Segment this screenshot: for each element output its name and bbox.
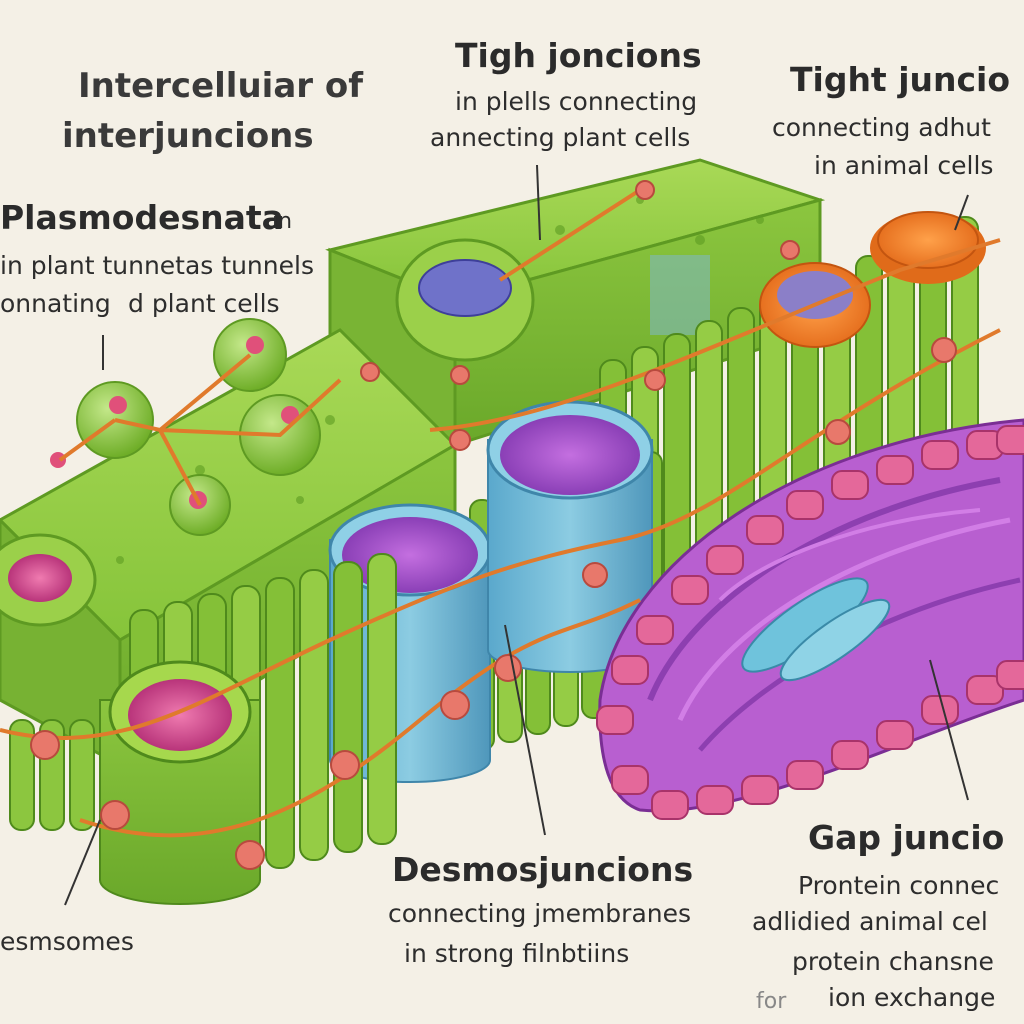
- membrane-bead: [786, 490, 824, 520]
- desmosomes-title: esmsomes: [0, 927, 134, 956]
- cell-column: [69, 719, 95, 831]
- cell-column: [299, 569, 329, 861]
- membrane-bead: [966, 675, 1004, 705]
- tight-plant-line2: annecting plant cells: [430, 123, 691, 152]
- membrane-bead: [596, 705, 634, 735]
- tight-plant-title: Tigh joncions: [455, 36, 702, 75]
- gap-junction-line2: adlidied animal cel: [752, 907, 988, 936]
- gap-junction-line4-b: ion exchange: [828, 983, 996, 1012]
- membrane-bead: [746, 515, 784, 545]
- membrane-bead: [831, 470, 869, 500]
- membrane-bead: [651, 790, 689, 820]
- plasmodesmata-title: Plasmodesnata: [0, 198, 284, 237]
- tight-plant-line1: in plells connecting: [455, 87, 698, 116]
- diagram-title-line1: Intercelluiar of: [78, 66, 364, 106]
- leader-lines: [64, 164, 969, 906]
- cell-column: [9, 719, 35, 831]
- plasmodesmata-line1: in plant tunnetas tunnels: [0, 251, 314, 280]
- vesicles: [30, 180, 957, 870]
- membrane-bead: [876, 720, 914, 750]
- cell-column: [333, 561, 363, 853]
- tight-animal-line2: in animal cells: [814, 151, 994, 180]
- animal-gap-junction-cell: [596, 418, 1024, 820]
- tight-animal-title: Tight juncio: [790, 60, 1011, 99]
- gap-junction-line3: protein chansne: [792, 947, 994, 976]
- membrane-bead: [996, 425, 1024, 455]
- plant-nucleus-left: [0, 533, 97, 627]
- gap-junction-line4-a: for: [756, 989, 787, 1014]
- membrane-bead: [611, 765, 649, 795]
- membrane-bead: [741, 775, 779, 805]
- desmojunctions-title: Desmosjuncions: [392, 850, 694, 889]
- plasmodesmata-spheres: [50, 318, 342, 536]
- gap-junction-title: Gap juncio: [808, 818, 1005, 857]
- membrane-bead: [611, 655, 649, 685]
- cell-column: [265, 577, 295, 869]
- desmosome-column-block: [9, 553, 397, 905]
- diagram-title-line2: interjuncions: [62, 116, 314, 156]
- membrane-bead: [706, 545, 744, 575]
- cell-column: [663, 333, 691, 585]
- plant-nucleus-back: [395, 238, 535, 362]
- cell-column: [367, 553, 397, 845]
- plasmodesmata-title-suffix: in: [272, 209, 293, 234]
- membrane-bead: [636, 615, 674, 645]
- membrane-bead: [786, 760, 824, 790]
- membrane-strands: [0, 188, 1001, 838]
- plasmodesmata-line2: onnating: [0, 289, 111, 318]
- desmojunctions-line2: in strong filnbtiins: [404, 939, 630, 968]
- membrane-bead: [831, 740, 869, 770]
- plasmodesmata-line2-b: d plant cells: [128, 289, 280, 318]
- membrane-bead: [921, 440, 959, 470]
- membrane-bead: [876, 455, 914, 485]
- membrane-bead: [996, 660, 1024, 690]
- membrane-bead: [696, 785, 734, 815]
- gap-junction-line1: Prontein connec: [798, 871, 1000, 900]
- desmojunctions-line1: connecting jmembranes: [388, 899, 692, 928]
- membrane-bead: [671, 575, 709, 605]
- tight-animal-line1: connecting adhut: [772, 113, 991, 142]
